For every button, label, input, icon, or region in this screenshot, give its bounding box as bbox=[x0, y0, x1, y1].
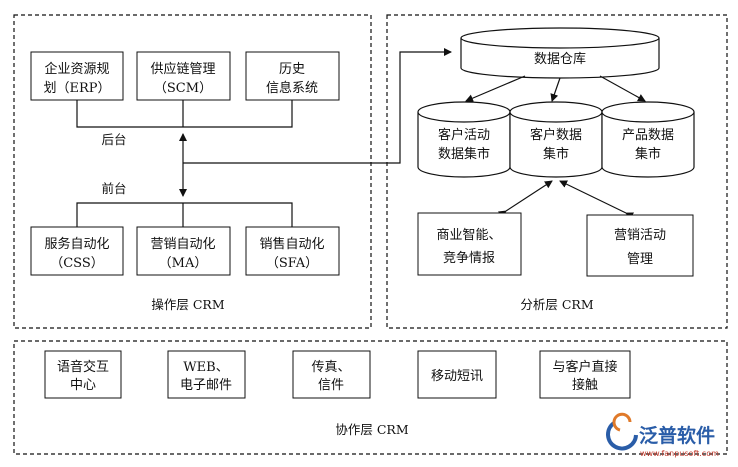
mobile-sms-box: 移动短讯 bbox=[417, 350, 497, 399]
svg-text:（MA）: （MA） bbox=[159, 256, 208, 271]
scm-box: 供应链管理 （SCM） bbox=[136, 51, 231, 101]
analysis-layer-panel bbox=[386, 14, 728, 329]
collaboration-layer-caption: 协作层 CRM bbox=[335, 422, 408, 437]
direct-contact-box: 与客户直接 接触 bbox=[539, 350, 631, 399]
svg-text:电子邮件: 电子邮件 bbox=[180, 378, 232, 393]
watermark-logo: 泛普软件 www.fanpusoft.com bbox=[606, 412, 719, 458]
svg-text:客户数据: 客户数据 bbox=[530, 127, 582, 143]
svg-text:企业资源规: 企业资源规 bbox=[44, 61, 109, 77]
business-intelligence-box: 商业智能、 竞争情报 bbox=[417, 212, 522, 276]
svg-text:服务自动化: 服务自动化 bbox=[44, 236, 109, 252]
operation-layer-caption: 操作层 CRM bbox=[151, 297, 224, 312]
svg-text:信息系统: 信息系统 bbox=[266, 80, 318, 96]
marketing-campaign-box: 营销活动 管理 bbox=[586, 214, 694, 277]
svg-text:供应链管理: 供应链管理 bbox=[150, 61, 215, 77]
svg-text:语音交互: 语音交互 bbox=[57, 359, 109, 375]
svg-text:划（ERP）: 划（ERP） bbox=[43, 81, 110, 96]
svg-text:产品数据: 产品数据 bbox=[622, 128, 674, 143]
warehouse-to-marts-arrows bbox=[465, 75, 646, 102]
fax-letter-box: 传真、 信件 bbox=[292, 350, 371, 399]
operation-to-warehouse-arrow bbox=[183, 48, 452, 164]
sfa-box: 销售自动化 （SFA） bbox=[245, 226, 340, 276]
svg-text:数据仓库: 数据仓库 bbox=[534, 51, 586, 67]
svg-text:信件: 信件 bbox=[318, 378, 344, 393]
svg-text:（SCM）: （SCM） bbox=[154, 81, 212, 96]
svg-text:接触: 接触 bbox=[572, 377, 598, 393]
ma-box: 营销自动化 （MA） bbox=[136, 226, 231, 276]
customer-data-mart: 客户数据 集市 bbox=[509, 101, 603, 178]
svg-text:竞争情报: 竞争情报 bbox=[443, 250, 495, 266]
frontend-connector bbox=[76, 202, 293, 227]
mart-to-apps-arrows bbox=[497, 180, 635, 220]
web-email-box: WEB、 电子邮件 bbox=[167, 350, 246, 399]
svg-text:客户活动: 客户活动 bbox=[438, 127, 490, 143]
svg-text:WEB、: WEB、 bbox=[183, 360, 228, 375]
svg-text:营销自动化: 营销自动化 bbox=[150, 237, 215, 252]
history-system-box: 历史 信息系统 bbox=[245, 51, 340, 101]
svg-text:销售自动化: 销售自动化 bbox=[259, 236, 324, 252]
voice-center-box: 语音交互 中心 bbox=[44, 350, 122, 399]
backend-label: 后台 bbox=[101, 132, 126, 147]
brand-name: 泛普软件 bbox=[639, 424, 715, 447]
svg-text:移动短讯: 移动短讯 bbox=[431, 369, 483, 384]
svg-text:（SFA）: （SFA） bbox=[266, 256, 318, 271]
customer-activity-mart: 客户活动 数据集市 bbox=[417, 101, 511, 178]
svg-text:中心: 中心 bbox=[70, 378, 96, 393]
analysis-layer-caption: 分析层 CRM bbox=[520, 297, 593, 312]
svg-text:营销活动: 营销活动 bbox=[614, 228, 666, 243]
brand-logo-icon bbox=[606, 412, 638, 451]
frontend-label: 前台 bbox=[101, 181, 126, 196]
operation-layer-panel bbox=[13, 14, 372, 329]
data-warehouse-cylinder: 数据仓库 bbox=[460, 27, 660, 79]
svg-text:集市: 集市 bbox=[543, 146, 569, 162]
css-box: 服务自动化 （CSS） bbox=[30, 226, 124, 276]
svg-text:商业智能、: 商业智能、 bbox=[436, 228, 501, 243]
erp-box: 企业资源规 划（ERP） bbox=[30, 51, 124, 101]
svg-text:管理: 管理 bbox=[627, 252, 653, 267]
brand-url: www.fanpusoft.com bbox=[640, 449, 719, 458]
svg-text:历史: 历史 bbox=[279, 62, 305, 77]
backend-connector bbox=[76, 100, 293, 128]
svg-text:（CSS）: （CSS） bbox=[50, 256, 104, 271]
svg-text:集市: 集市 bbox=[635, 146, 661, 162]
product-data-mart: 产品数据 集市 bbox=[601, 101, 695, 178]
svg-text:与客户直接: 与客户直接 bbox=[552, 359, 617, 375]
svg-text:数据集市: 数据集市 bbox=[438, 146, 490, 162]
svg-text:传真、: 传真、 bbox=[311, 360, 350, 375]
